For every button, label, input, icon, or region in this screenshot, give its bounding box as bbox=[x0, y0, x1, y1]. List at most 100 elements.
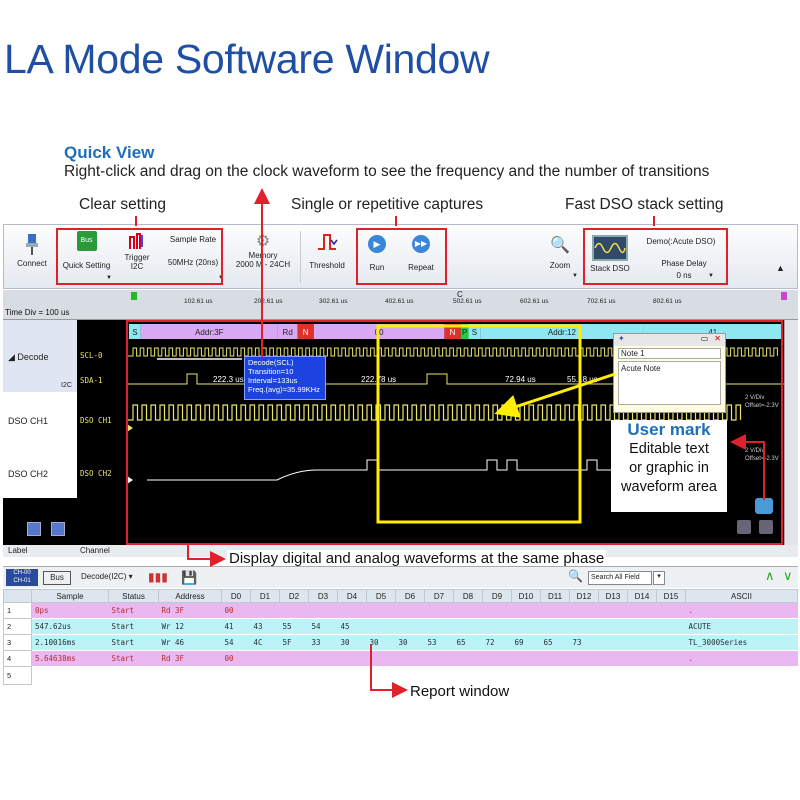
col-header: D0 bbox=[221, 589, 251, 603]
connect-label: Connect bbox=[17, 259, 47, 268]
report-header-row: Sample Status Address D0 D1 D2 D3 D4 D5 … bbox=[3, 589, 798, 603]
table-cell: 0ps bbox=[31, 602, 109, 619]
col-header: D3 bbox=[308, 589, 338, 603]
chevron-down-icon: ▼ bbox=[106, 275, 112, 281]
channel-label-sda: SDA-1 bbox=[80, 376, 103, 385]
pin-icon[interactable]: ✦ bbox=[618, 334, 625, 343]
table-row[interactable]: 5 bbox=[3, 666, 798, 685]
decode-select[interactable]: Decode(I2C) ▾ bbox=[81, 572, 133, 581]
table-cell bbox=[656, 666, 686, 685]
phase-delay-value: 0 ns bbox=[676, 271, 692, 280]
table-cell bbox=[424, 602, 454, 619]
remove-channel-icon[interactable] bbox=[51, 522, 65, 536]
bus-icon: Bus bbox=[76, 231, 97, 251]
table-cell: . bbox=[685, 602, 798, 619]
user-note[interactable]: ✦ ✕ ▭ Note 1 Acute Note bbox=[613, 333, 726, 413]
bus-icon-label: Bus bbox=[80, 237, 93, 244]
zoom-button[interactable]: 🔍 Zoom ▼ bbox=[542, 235, 578, 279]
stack-dso-button[interactable]: Stack DSO bbox=[586, 235, 634, 273]
col-header: D14 bbox=[627, 589, 657, 603]
note-body-field[interactable]: Acute Note bbox=[618, 361, 721, 405]
add-channel-icon[interactable] bbox=[27, 522, 41, 536]
search-input[interactable]: Search All Field bbox=[588, 571, 652, 585]
decode-segment-label: S bbox=[132, 328, 137, 337]
col-header: D8 bbox=[453, 589, 483, 603]
ch-top-label: CH-00 bbox=[13, 570, 31, 576]
table-cell: Rd 3F bbox=[158, 602, 222, 619]
stack-dso-label: Stack DSO bbox=[590, 264, 630, 273]
chevron-up-icon[interactable]: ∧ bbox=[765, 568, 775, 583]
table-cell bbox=[482, 650, 512, 667]
note-title-field[interactable]: Note 1 bbox=[618, 348, 721, 359]
report-table[interactable]: Sample Status Address D0 D1 D2 D3 D4 D5 … bbox=[3, 589, 798, 685]
cursor-c-marker[interactable]: C bbox=[457, 290, 463, 299]
save-icon[interactable]: 💾 bbox=[181, 570, 198, 585]
sda-time-label: 72.94 us bbox=[505, 375, 536, 384]
col-header: D1 bbox=[250, 589, 280, 603]
decode-segment-label: N bbox=[450, 328, 456, 337]
fast-forward-icon: ▶▶ bbox=[412, 235, 430, 253]
threshold-button[interactable]: Threshold bbox=[304, 231, 350, 270]
decode-group-label[interactable]: ◢ Decode bbox=[8, 352, 49, 362]
tick-label: 602.61 us bbox=[520, 298, 549, 305]
table-cell bbox=[424, 666, 454, 685]
sda-time-label: 55.18 us bbox=[567, 375, 598, 384]
table-cell bbox=[656, 602, 686, 619]
dso-ch1-group-label[interactable]: DSO CH1 bbox=[8, 416, 49, 426]
bar-chart-icon[interactable]: ▮▮▮ bbox=[148, 570, 168, 584]
decode-group-row[interactable] bbox=[3, 320, 77, 392]
col-header: Sample bbox=[31, 589, 109, 603]
end-marker-icon[interactable] bbox=[781, 292, 787, 300]
table-cell bbox=[395, 618, 425, 635]
table-cell: 43 bbox=[250, 618, 280, 635]
search-dropdown[interactable]: ▾ bbox=[653, 571, 665, 585]
sda-time-label: 222.78 us bbox=[361, 375, 396, 384]
repeat-button[interactable]: ▶▶ Repeat bbox=[402, 235, 440, 272]
col-header: D10 bbox=[511, 589, 541, 603]
table-cell: Start bbox=[108, 618, 159, 635]
table-cell: TL_3000Series bbox=[685, 634, 798, 651]
chevron-up-icon[interactable]: ▲ bbox=[776, 263, 785, 273]
channel-select-button[interactable]: CH-00 CH-01 bbox=[6, 569, 38, 586]
phase-delay-control[interactable]: Phase Delay 0 ns ▼ bbox=[644, 259, 724, 280]
vertical-scrollbar[interactable] bbox=[784, 320, 798, 545]
close-icon[interactable]: ✕ bbox=[714, 334, 721, 343]
user-mark-line: Editable text bbox=[629, 441, 709, 457]
trigger-marker-icon[interactable] bbox=[131, 292, 137, 300]
table-cell: 54 bbox=[308, 618, 338, 635]
decode-group-text: Decode bbox=[17, 352, 49, 362]
trigger-button[interactable]: Trigger I2C bbox=[120, 231, 154, 271]
quick-view-desc: Right-click and drag on the clock wavefo… bbox=[64, 163, 710, 180]
note-header[interactable]: ✦ ✕ ▭ bbox=[614, 334, 725, 346]
col-header: D2 bbox=[279, 589, 309, 603]
dso-stack-highlight bbox=[583, 228, 728, 285]
table-cell bbox=[627, 602, 657, 619]
table-cell: 55 bbox=[279, 618, 309, 635]
dso-ch2-group-label[interactable]: DSO CH2 bbox=[8, 469, 49, 479]
table-cell: . bbox=[685, 650, 798, 667]
quick-setting-button[interactable]: Bus Quick Setting ▼ bbox=[59, 231, 114, 281]
dso-stack-callout: Fast DSO stack setting bbox=[565, 196, 724, 213]
chevron-down-icon[interactable]: ∨ bbox=[783, 568, 793, 583]
user-mark-line: or graphic in bbox=[629, 460, 709, 476]
table-cell: 72 bbox=[482, 634, 512, 651]
run-button[interactable]: ▶ Run bbox=[362, 235, 392, 272]
dso-ch2-trace bbox=[147, 459, 687, 481]
quick-view-title: Quick View bbox=[64, 143, 155, 162]
tick-label: 702.61 us bbox=[587, 298, 616, 305]
memory-control[interactable]: ⚙ Memory 2000 M - 24CH bbox=[230, 231, 296, 269]
tooltip-line: Transition=10 bbox=[248, 367, 294, 376]
dso-ch2-level-marker bbox=[127, 476, 133, 484]
connect-button[interactable]: Connect bbox=[10, 233, 54, 268]
bus-button[interactable]: Bus bbox=[43, 571, 71, 585]
user-mark-callout: User mark Editable text or graphic in wa… bbox=[611, 420, 727, 512]
table-cell: 45 bbox=[337, 618, 367, 635]
minimize-icon[interactable]: ▭ bbox=[700, 334, 709, 343]
decode-segment-label: Addr:3F bbox=[195, 328, 224, 337]
dso-demo-select[interactable]: Demo(:Acute DSO) bbox=[636, 237, 726, 246]
timeline-ruler[interactable]: Time Div = 100 us 102.61 us 202.61 us 30… bbox=[3, 290, 798, 320]
